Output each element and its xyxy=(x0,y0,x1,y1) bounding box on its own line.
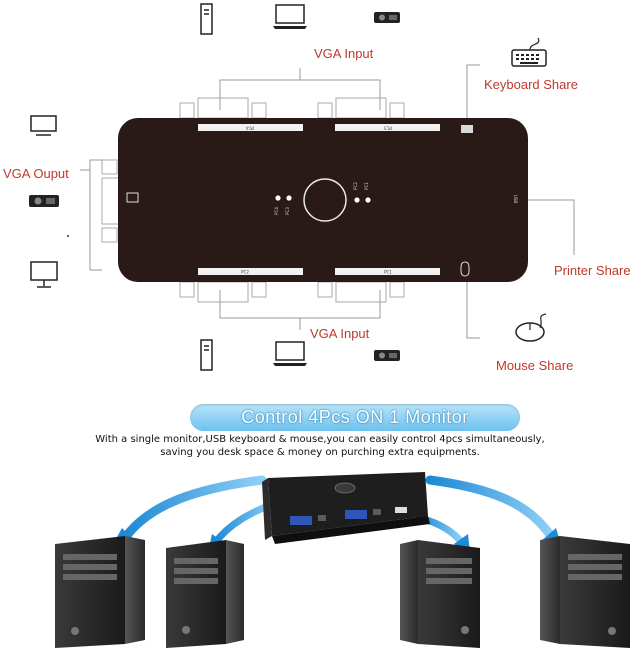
pc-tower-4 xyxy=(540,536,630,648)
arrow-to-pc-4 xyxy=(425,475,557,543)
usb-keyboard-port xyxy=(461,125,473,133)
led-label-pc2: PC2 xyxy=(353,182,358,190)
kvm-switch-photo xyxy=(262,472,430,544)
mouse-icon xyxy=(515,313,547,342)
keyboard-share-label: Keyboard Share xyxy=(484,77,578,92)
led-label-pc4: PC4 xyxy=(274,207,279,215)
tv-icon xyxy=(30,115,57,136)
dot xyxy=(67,235,69,237)
port-bar-pc1 xyxy=(335,268,440,275)
vga-input-top-label: VGA Input xyxy=(314,46,374,61)
projector-icon xyxy=(374,350,400,361)
led-pc1 xyxy=(365,197,371,203)
usb-label: USB xyxy=(513,195,518,203)
banner-title: Control 4Pcs ON 1 Monitor xyxy=(190,404,520,431)
laptop-icon xyxy=(273,4,307,29)
led-label-pc1: PC1 xyxy=(364,182,369,190)
switch-select-button xyxy=(303,178,347,222)
port-bar-pc4 xyxy=(198,124,303,131)
port-label-pc4: PC4 xyxy=(246,126,254,131)
vga-input-bottom-label: VGA Input xyxy=(310,326,370,341)
vga-port-outlines-bottom xyxy=(179,281,405,303)
led-pc2 xyxy=(354,197,360,203)
pc-tower-2 xyxy=(166,540,244,648)
vga-port-outlines-left xyxy=(101,159,121,243)
port-label-pc3: PC3 xyxy=(384,126,392,131)
port-bars xyxy=(198,124,440,275)
led-pc3 xyxy=(286,195,292,201)
port-bar-pc2 xyxy=(198,268,303,275)
vga-output-label: VGA Ouput xyxy=(3,166,69,181)
vga-output-port-icon xyxy=(126,192,139,203)
connector-lines xyxy=(80,64,575,339)
kvm-connection-diagram: PC4 PC3 PC2 PC1 PC4 PC3 PC2 PC1 USB xyxy=(29,3,575,371)
banner-description-line-1: With a single monitor,USB keyboard & mou… xyxy=(95,434,545,445)
kvm-four-pc-illustration xyxy=(55,472,630,648)
mouse-port-icon xyxy=(460,261,470,277)
vga-port-outlines-top xyxy=(179,97,405,119)
projector-icon xyxy=(374,12,400,23)
banner-description-line-2: saving you desk space & money on purchin… xyxy=(160,447,480,458)
monitor-icon xyxy=(30,261,58,288)
mouse-share-label: Mouse Share xyxy=(496,358,574,373)
port-bar-pc3 xyxy=(335,124,440,131)
status-leds xyxy=(275,195,371,203)
arrow-to-pc-1 xyxy=(120,475,267,543)
kvm-switch-body xyxy=(118,118,528,282)
printer-share-label: Printer Share xyxy=(554,263,631,278)
keyboard-icon xyxy=(511,37,547,67)
pc-tower-3 xyxy=(400,540,480,648)
led-label-pc3: PC3 xyxy=(285,207,290,215)
laptop-icon xyxy=(273,341,307,366)
led-pc4 xyxy=(275,195,281,201)
pc-tower-icon xyxy=(200,339,213,371)
pc-tower-icon xyxy=(200,3,213,35)
port-label-pc1: PC1 xyxy=(384,270,392,275)
projector-icon xyxy=(29,195,59,207)
pc-tower-1 xyxy=(55,536,145,648)
port-label-pc2: PC2 xyxy=(241,270,249,275)
